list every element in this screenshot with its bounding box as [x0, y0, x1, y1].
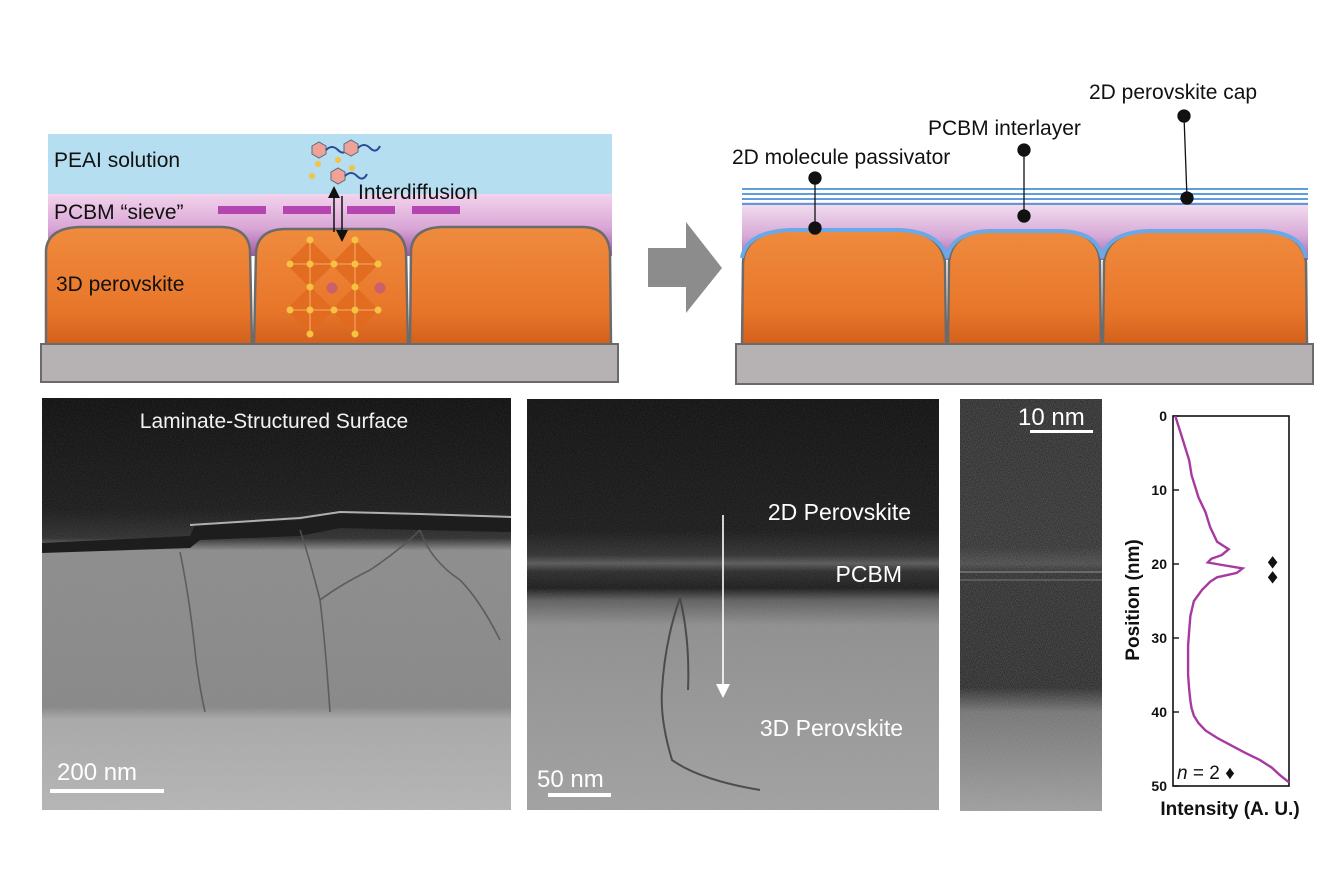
micrograph-sem: Laminate-Structured Surface 200 nm [42, 398, 512, 810]
intensity-series-line [1174, 415, 1290, 784]
y-axis-ticks: 0 10 20 30 40 50 [1151, 408, 1179, 794]
peai-solution-label: PEAI solution [54, 149, 180, 172]
tem-scale-bar [548, 793, 611, 797]
sieve-pores [218, 206, 460, 214]
n-annotation-marker: ♦ [1225, 763, 1235, 784]
y-axis-label: Position (nm) [1123, 539, 1144, 660]
substrate-left [40, 343, 619, 383]
sem-scale-label: 200 nm [57, 759, 137, 786]
y-tick-label: 0 [1159, 408, 1167, 424]
y-tick-label: 20 [1151, 556, 1167, 572]
left-schematic: PEAI solution PCBM “sieve” 3D perovskite… [40, 134, 619, 383]
peak-marker: ♦ [1265, 568, 1280, 588]
x-axis-label: Intensity (A. U.) [1160, 799, 1299, 820]
n-annotation-value: = 2 [1188, 763, 1226, 784]
perovskite-lattice [286, 236, 386, 338]
micrograph-tem: 2D Perovskite PCBM 3D Perovskite 50 nm [527, 399, 939, 810]
n-annotation-symbol: n [1177, 763, 1188, 784]
molecule-passivator-label: 2D molecule passivator [732, 146, 950, 169]
hrtem-scale-label: 10 nm [1018, 404, 1085, 431]
micrograph-hrtem: 10 nm [960, 399, 1102, 811]
y-tick-label: 50 [1151, 778, 1167, 794]
callout-lines [808, 109, 1194, 235]
right-schematic: 2D perovskite cap PCBM interlayer 2D mol… [732, 81, 1314, 385]
tem-label-3d: 3D Perovskite [760, 715, 903, 741]
perovskite-grains-right [740, 228, 1309, 347]
y-tick-label: 10 [1151, 482, 1167, 498]
passivator-film [740, 228, 1308, 259]
tem-label-2d: 2D Perovskite [768, 499, 911, 525]
pcbm-sieve-label: PCBM “sieve” [54, 201, 184, 224]
sem-title: Laminate-Structured Surface [140, 410, 408, 433]
process-arrow-icon [648, 222, 722, 313]
perovskite-3d-label: 3D perovskite [56, 273, 184, 296]
perovskite-cap-lines [742, 188, 1308, 205]
pcbm-interlayer-label: PCBM interlayer [928, 117, 1081, 140]
substrate-right [735, 343, 1314, 385]
y-tick-label: 40 [1151, 704, 1167, 720]
interdiffusion-arrows [328, 186, 348, 242]
sem-scale-bar [50, 789, 164, 793]
peai-molecules [309, 139, 381, 185]
interdiffusion-label: Interdiffusion [358, 181, 478, 204]
tem-scale-label: 50 nm [537, 766, 604, 793]
hrtem-scale-bar [1030, 430, 1093, 433]
tem-label-pcbm: PCBM [836, 561, 902, 587]
peak-markers: ♦♦ [1265, 554, 1280, 589]
n-annotation: n = 2 ♦ [1177, 763, 1235, 784]
peai-solution-layer [48, 134, 612, 196]
y-tick-label: 30 [1151, 630, 1167, 646]
perovskite-cap-label: 2D perovskite cap [1089, 81, 1257, 104]
peak-marker: ♦ [1265, 554, 1280, 574]
